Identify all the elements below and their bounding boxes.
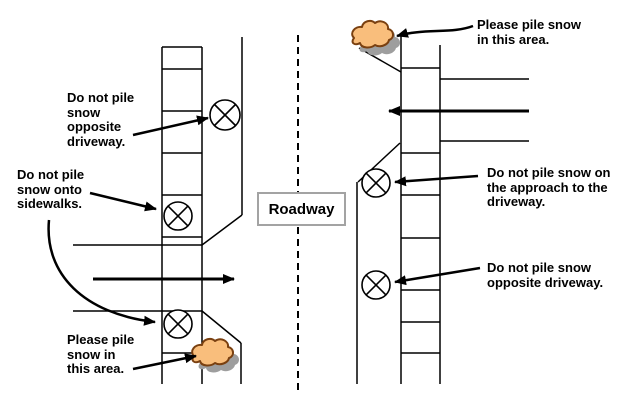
- left-sidewalk: [161, 46, 203, 384]
- note-right-opposite-driveway: Do not pile snow opposite driveway.: [487, 260, 604, 290]
- note-line: snow: [67, 104, 101, 120]
- note-left-sidewalks: Do not pile snow onto sidewalks.: [17, 167, 85, 212]
- left-curb: [201, 37, 243, 384]
- note-line: Do not pile snow on: [487, 165, 611, 180]
- pointer-arrow-right-approach: [394, 174, 479, 187]
- no-pile-icon-right-opposite: [361, 270, 391, 300]
- note-left-please-pile: Please pile snow in this area.: [67, 332, 135, 377]
- right-curb: [356, 47, 402, 384]
- note-line: snow onto: [17, 181, 82, 197]
- pointer-arrow-right-opposite: [394, 266, 481, 286]
- note-line: Do not pile: [17, 167, 85, 182]
- note-right-approach: Do not pile snow on the approach to the …: [487, 165, 611, 210]
- note-line: sidewalks.: [17, 196, 83, 211]
- note-line: Do not pile: [67, 90, 135, 105]
- pointer-arrow-right-pile: [396, 24, 474, 38]
- note-line: in this area.: [477, 31, 550, 47]
- no-pile-icon-left-opposite: [209, 99, 241, 131]
- note-right-please-pile: Please pile snow in this area.: [477, 17, 582, 47]
- roadway-label: Roadway: [268, 200, 335, 218]
- note-line: Do not pile snow: [487, 260, 591, 275]
- note-line: driveway.: [487, 194, 546, 209]
- snow-pile-icon-left: [191, 337, 240, 373]
- note-left-opposite-driveway: Do not pile snow opposite driveway.: [67, 90, 135, 149]
- no-pile-icon-left-sidewalk-upper: [163, 201, 193, 231]
- no-pile-icon-left-sidewalk-lower: [163, 309, 193, 339]
- pointer-arrow-left-opposite: [132, 115, 209, 137]
- note-line: Please pile: [67, 332, 135, 347]
- note-line: the approach to the: [487, 179, 608, 195]
- note-line: opposite: [67, 119, 122, 134]
- pointer-arrow-left-sidewalks-lower: [47, 219, 156, 326]
- right-driveway: [440, 78, 529, 142]
- pointer-arrow-left-sidewalks-upper: [89, 191, 157, 212]
- no-pile-icon-right-approach: [361, 168, 391, 198]
- note-line: driveway.: [67, 133, 126, 149]
- note-line: opposite driveway.: [487, 274, 604, 290]
- pointer-arrows: [47, 24, 481, 371]
- note-line: Please pile snow: [477, 17, 582, 32]
- note-line: this area.: [67, 361, 125, 376]
- right-sidewalk: [400, 33, 441, 384]
- snow-pile-icon-right: [351, 19, 401, 56]
- roadway-label-box: [257, 192, 346, 226]
- note-line: snow in: [67, 346, 116, 362]
- pointer-arrow-left-pile: [132, 353, 197, 371]
